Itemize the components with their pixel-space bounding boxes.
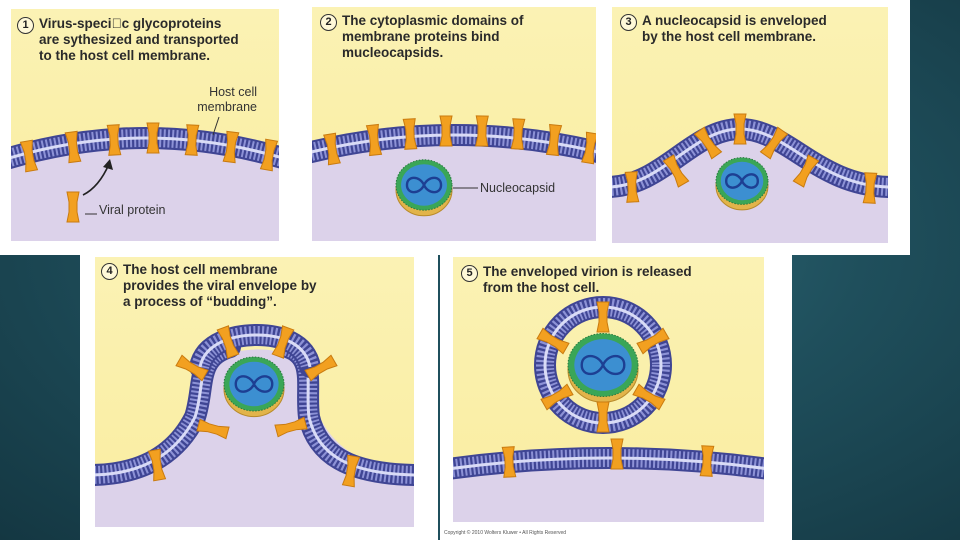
panel-divider [438, 255, 440, 540]
membrane-protein-2 [64, 130, 82, 164]
membrane-protein-5 [475, 115, 489, 147]
transport-arrowhead [103, 159, 113, 170]
genome-loop [724, 173, 760, 189]
membrane-protein-1 [175, 354, 209, 382]
membrane-protein-4 [733, 113, 747, 145]
envelope-protein-5 [536, 327, 570, 355]
membrane-protein-2 [662, 154, 690, 188]
panel-step-5: 5 The enveloped virion is released from … [453, 257, 764, 522]
membrane-protein-2 [365, 123, 383, 157]
membrane-protein-3 [106, 124, 122, 156]
membrane-protein-4 [146, 122, 160, 154]
step-2-caption: The cytoplasmic domains of membrane prot… [342, 13, 524, 60]
nucleocapsid [715, 157, 769, 211]
membrane-protein-6 [510, 118, 526, 150]
step-3-number: 3 [620, 14, 637, 31]
membrane-protein-7 [147, 448, 167, 482]
nucleocapsid [395, 159, 453, 217]
step-2-number: 2 [320, 14, 337, 31]
envelope-protein-1 [596, 301, 610, 333]
membrane-protein-3 [699, 445, 715, 477]
membrane-protein-5 [196, 418, 230, 440]
genome-loop [405, 176, 443, 194]
step-1-caption: Virus-speci c glycoproteins are sythesiz… [39, 16, 239, 63]
nucleocapsid [223, 356, 285, 418]
cytoplasm-region [312, 132, 596, 241]
step-4-caption: The host cell membrane provides the vira… [123, 262, 317, 309]
host-membrane [11, 127, 279, 170]
envelope-protein-6 [596, 401, 610, 433]
step-2-illustration [312, 115, 596, 241]
membrane-protein-5 [184, 124, 200, 156]
envelope-arc [189, 323, 321, 378]
membrane-protein-1 [501, 446, 517, 478]
viral-protein-label: Viral protein [99, 203, 166, 217]
step-4-illustration [95, 323, 414, 527]
membrane-protein-3 [271, 325, 295, 359]
step-5-caption-block: 5 The enveloped virion is released from … [461, 264, 692, 296]
step-3-illustration [612, 113, 888, 243]
membrane-protein-3 [693, 126, 723, 160]
envelope-protein-2 [636, 327, 670, 355]
membrane-protein-1 [624, 171, 640, 203]
panel-step-4: 4 The host cell membrane provides the vi… [95, 257, 414, 527]
membrane-protein-8 [341, 454, 361, 488]
cytoplasm-region [453, 455, 764, 522]
genome-loop [580, 354, 626, 376]
free-viral-protein [66, 191, 80, 223]
membrane-protein-3 [402, 118, 418, 150]
envelope-protein-4 [540, 383, 574, 411]
step-5-illustration [453, 296, 764, 522]
membrane-protein-7 [259, 138, 279, 172]
host-membrane [453, 447, 764, 480]
host-membrane [312, 124, 596, 164]
envelope-protein-3 [632, 383, 666, 411]
membrane-protein-2 [216, 325, 240, 359]
step-4-caption-block: 4 The host cell membrane provides the vi… [101, 262, 317, 310]
panel-step-1: 1 Virus-speci c glycoproteins are sythes… [11, 9, 279, 241]
step-5-number: 5 [461, 265, 478, 282]
step-1-illustration [11, 116, 279, 241]
step-3-caption-block: 3 A nucleocapsid is enveloped by the hos… [620, 13, 827, 45]
membrane-protein-8 [581, 131, 596, 165]
cytoplasm-region [95, 349, 414, 527]
membrane-protein-4 [439, 115, 453, 147]
step-4-number: 4 [101, 263, 118, 280]
step-1-caption-block: 1 Virus-speci c glycoproteins are sythes… [17, 16, 239, 64]
membrane-protein-6 [792, 154, 820, 188]
host-cell-membrane-label: Host cell membrane [197, 85, 257, 114]
genome-loop [234, 375, 274, 393]
membrane-protein-5 [759, 126, 789, 160]
step-1-number: 1 [17, 17, 34, 34]
panel-step-3: 3 A nucleocapsid is enveloped by the hos… [612, 7, 888, 243]
membrane-protein-2 [610, 438, 624, 470]
membrane-protein-1 [19, 139, 39, 173]
step-3-caption: A nucleocapsid is enveloped by the host … [642, 13, 827, 44]
membrane-protein-7 [545, 123, 563, 157]
step-5-caption: The enveloped virion is released from th… [483, 264, 692, 295]
copyright-text: Copyright © 2010 Wolters Kluwer • All Ri… [444, 530, 567, 536]
membrane-protein-7 [862, 172, 878, 204]
virion-nucleocapsid [567, 333, 639, 403]
panel-step-2: 2 The cytoplasmic domains of membrane pr… [312, 7, 596, 241]
nucleocapsid-label: Nucleocapsid [480, 181, 556, 195]
membrane-protein-6 [222, 130, 240, 164]
membrane-protein-6 [274, 416, 308, 438]
step-2-caption-block: 2 The cytoplasmic domains of membrane pr… [320, 13, 524, 61]
membrane-pointer [212, 116, 220, 136]
membrane-protein-4 [304, 354, 338, 382]
membrane-protein-1 [323, 132, 341, 166]
